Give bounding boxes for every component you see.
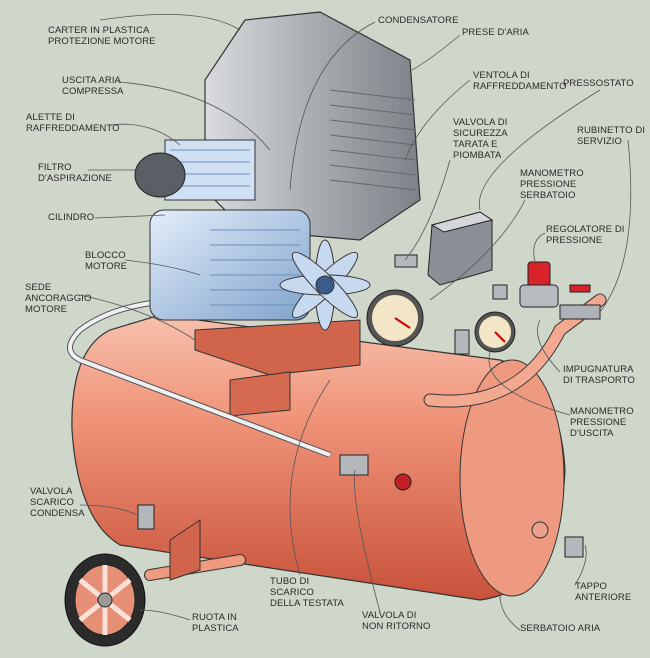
label-valvola-non-ritorno: VALVOLA DI NON RITORNO — [362, 610, 431, 632]
label-filtro: FILTRO D'ASPIRAZIONE — [38, 162, 112, 184]
label-valvola-sicurezza: VALVOLA DI SICUREZZA TARATA E PIOMBATA — [453, 117, 508, 161]
label-tappo: TAPPO ANTERIORE — [575, 581, 632, 603]
label-ventola: VENTOLA DI RAFFREDDAMENTO — [473, 70, 567, 92]
label-prese-aria: PRESE D'ARIA — [462, 27, 529, 38]
label-manometro-serbatoio: MANOMETRO PRESSIONE SERBATOIO — [520, 168, 584, 201]
label-condensatore: CONDENSATORE — [378, 15, 459, 26]
motor-block — [149, 209, 311, 321]
motor-housing — [204, 11, 421, 241]
label-uscita-aria: USCITA ARIA COMPRESSA — [62, 75, 124, 97]
label-serbatoio: SERBATOIO ARIA — [520, 623, 601, 634]
label-cilindro: CILINDRO — [48, 212, 95, 223]
label-sede-ancoraggio: SEDE ANCORAGGIO MOTORE — [25, 282, 92, 315]
label-valvola-scarico: VALVOLA SCARICO CONDENSA — [30, 486, 85, 519]
label-rubinetto: RUBINETTO DI SERVIZIO — [577, 125, 646, 147]
label-tubo-scarico: TUBO DI SCARICO DELLA TESTATA — [270, 576, 344, 609]
intake-filter — [134, 152, 186, 198]
label-carter: CARTER IN PLASTICA PROTEZIONE MOTORE — [48, 25, 156, 47]
label-pressostato: PRESSOSTATO — [563, 78, 634, 89]
label-alette: ALETTE DI RAFFREDDAMENTO — [26, 112, 120, 134]
pressure-regulator — [527, 261, 551, 289]
cooling-fan — [279, 239, 371, 331]
label-regolatore: REGOLATORE DI PRESSIONE — [546, 224, 625, 246]
label-manometro-uscita: MANOMETRO PRESSIONE D'USCITA — [570, 406, 634, 439]
label-ruota: RUOTA IN PLASTICA — [192, 612, 239, 634]
label-impugnatura: IMPUGNATURA DI TRASPORTO — [563, 364, 635, 386]
label-blocco-motore: BLOCCO MOTORE — [85, 250, 128, 272]
